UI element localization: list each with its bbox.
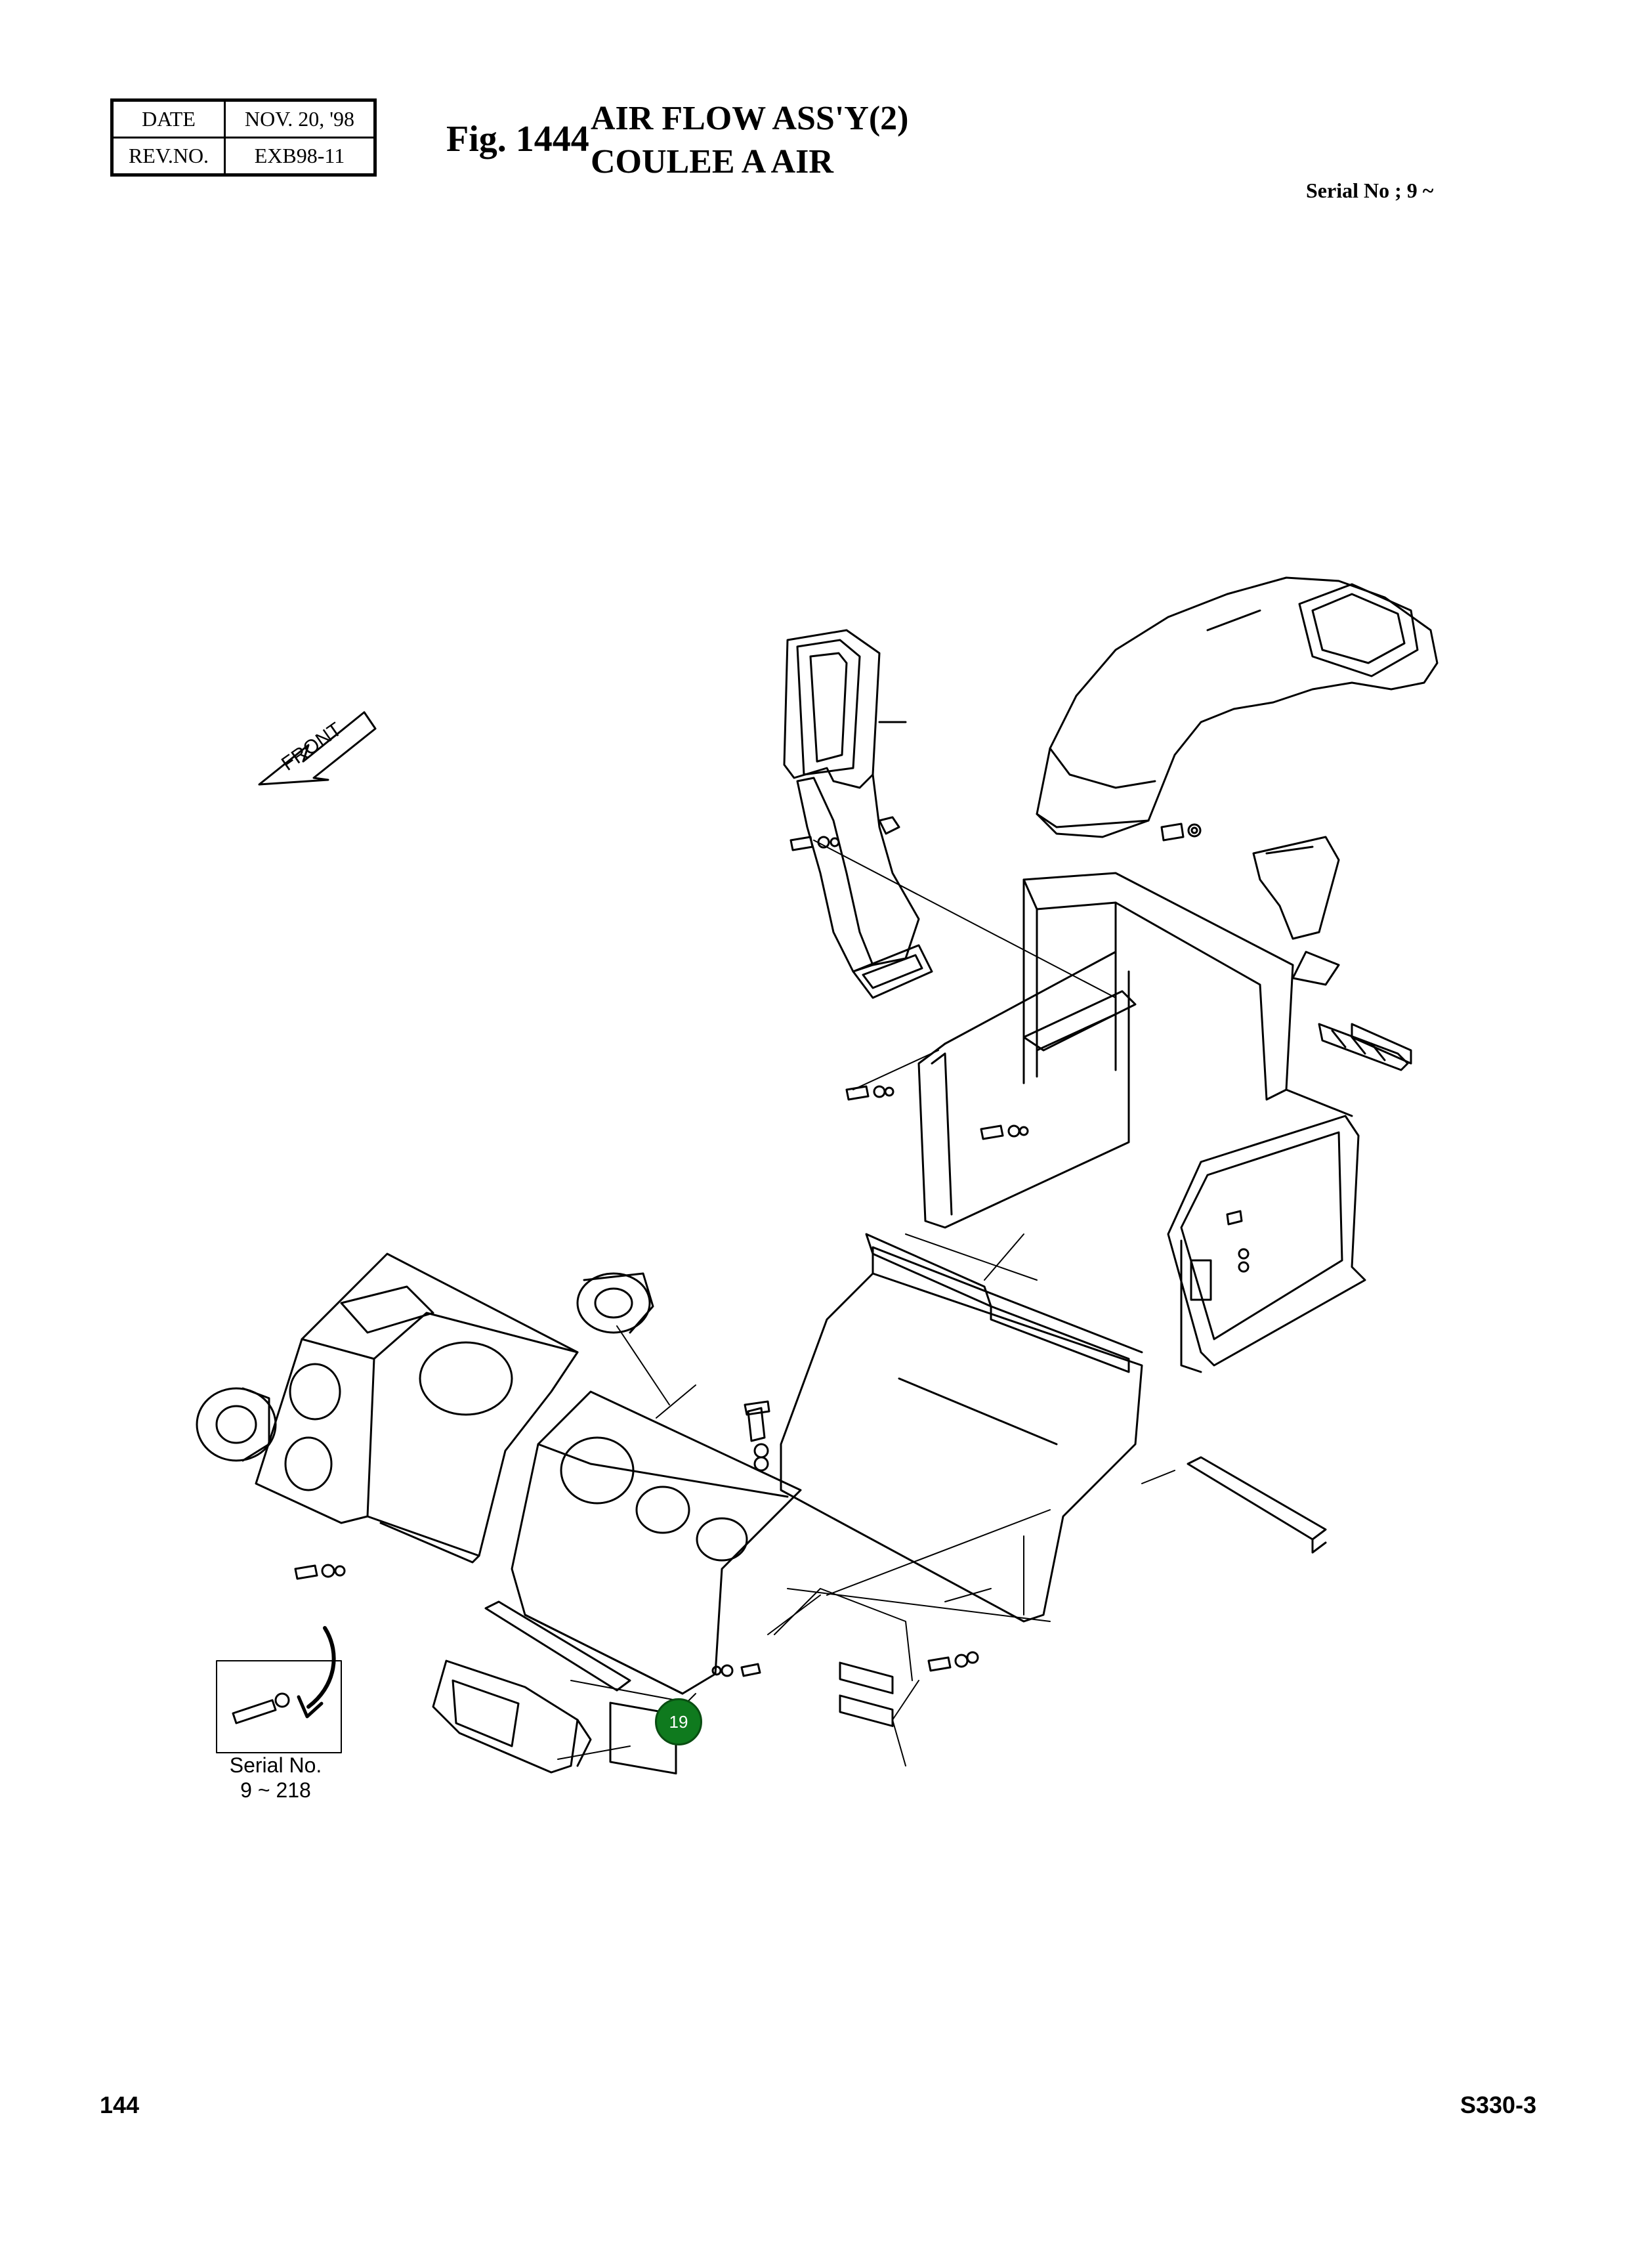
grommets [196, 1272, 654, 1462]
rev-label: REV.NO. [111, 137, 226, 176]
long-bar [1187, 1456, 1327, 1554]
inset-serial-line2: 9 ~ 218 [240, 1778, 311, 1802]
inset-serial-label: Serial No. 9 ~ 218 [210, 1753, 341, 1803]
date-value: NOV. 20, '98 [224, 99, 376, 139]
page-number: 144 [100, 2091, 140, 2118]
right-curved-duct [1036, 576, 1439, 838]
bolt-washer-set [789, 823, 1202, 1140]
callout-19[interactable]: 19 [655, 1698, 702, 1745]
front-arrow: FRONT [258, 711, 377, 786]
lower-outlet [432, 1600, 631, 1774]
rear-partition [780, 1233, 1143, 1727]
leader-lines [557, 840, 1175, 1766]
inset-serial-line1: Serial No. [229, 1753, 322, 1777]
cable-tie [1318, 1023, 1409, 1071]
model-code: S330-3 [1460, 2091, 1537, 2118]
title-french: COULEE A AIR [591, 143, 833, 181]
title-english: AIR FLOW ASS'Y(2) [591, 100, 909, 137]
revision-table: DATE NOV. 20, '98 REV.NO. EXB98-11 [110, 98, 377, 177]
lower-bolts [294, 1400, 979, 1677]
rear-frame [917, 872, 1294, 1229]
left-vertical-duct [783, 629, 933, 999]
inset-detail [216, 1626, 342, 1753]
serial-range: Serial No ; 9 ~ [1306, 179, 1434, 202]
left-front-cover [255, 1252, 579, 1564]
front-label: FRONT [278, 718, 346, 775]
figure-number: Fig. 1444 [446, 119, 589, 160]
right-frame [1167, 1088, 1366, 1373]
rev-value: EXB98-11 [224, 137, 376, 176]
upper-bracket [1252, 836, 1412, 1065]
figure-title: AIR FLOW ASS'Y(2) COULEE A AIR [591, 97, 908, 184]
date-label: DATE [111, 99, 226, 139]
